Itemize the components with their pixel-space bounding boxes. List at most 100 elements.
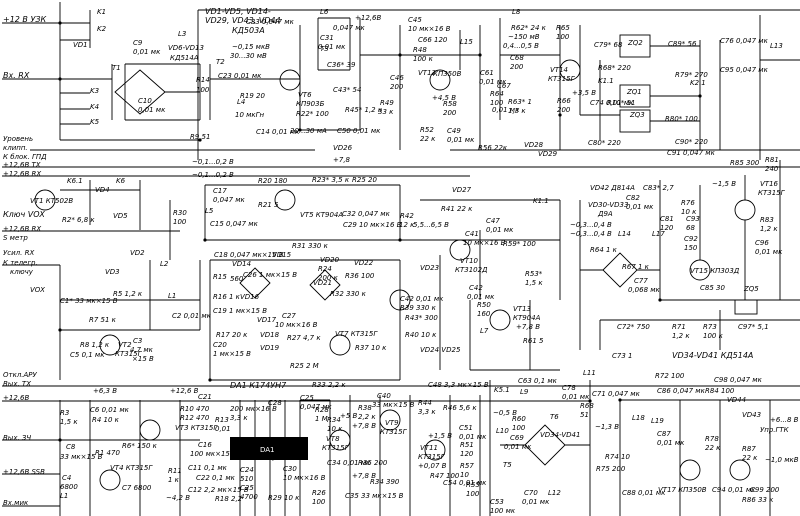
label-t249: R61 5	[523, 337, 544, 345]
label-t169: 0,01 мк	[626, 203, 654, 211]
label-t7: +12,6В RX	[3, 170, 41, 178]
label-t386: C69	[510, 434, 524, 442]
label-t157: VT10	[460, 257, 479, 265]
label-t322: 200 мк×16 В	[230, 405, 277, 413]
label-t6: +12,6В TX	[3, 161, 41, 169]
label-t376: 10	[460, 471, 469, 479]
label-t151: R41 22 к	[441, 205, 473, 213]
label-t371: R47 100	[430, 472, 460, 480]
label-t57: C31	[320, 34, 334, 42]
label-t152: 5,5...6,5 В	[413, 221, 449, 229]
label-t291: КТ315Г	[115, 350, 143, 358]
label-t59: C36* 39	[327, 61, 356, 69]
label-t270: R74 10	[605, 453, 630, 461]
label-t26: K5	[90, 118, 100, 126]
label-t381: K5.1	[494, 386, 510, 394]
label-t170: C83* 2,7	[643, 184, 674, 192]
label-t66: 33 к	[378, 108, 394, 116]
label-t232: VD19	[260, 344, 280, 352]
label-t209: R15	[213, 273, 227, 281]
label-t290: VT2	[118, 341, 132, 349]
label-t320: C21	[198, 393, 212, 401]
label-t395: C70	[524, 489, 538, 497]
label-t323: 3,3 к	[230, 414, 248, 422]
label-t312: C22 0,1 мк	[196, 474, 236, 482]
label-t31: 0,01 мк	[138, 106, 166, 114]
label-t103: VT14	[550, 66, 568, 74]
label-t86: VD29	[538, 150, 558, 158]
label-t346: 100	[312, 498, 326, 506]
label-t92: 0,01 мк	[479, 78, 507, 86]
label-t130: VD5	[113, 212, 128, 220]
label-t33: VD6-VD13	[168, 44, 204, 52]
label-t3: Уровень	[3, 135, 33, 143]
label-t138: C17	[213, 187, 227, 195]
label-t5: К блок. ГПД	[3, 153, 47, 161]
label-t350: 2,2 к	[358, 413, 376, 421]
label-t267: R87	[742, 445, 756, 453]
label-t238: R43* 300	[405, 314, 438, 322]
label-t104: КТ315Г	[548, 75, 576, 83]
label-t95: R64	[490, 90, 504, 98]
label-t273: VT17 КП350В	[658, 486, 707, 494]
label-t9: +12,6В RX	[3, 225, 41, 233]
label-t145: C32 0,047 мк	[342, 210, 391, 218]
label-t370: +1,5 В	[428, 432, 452, 440]
label-t89: ~150 мВ	[508, 33, 540, 41]
label-t332: R29 10 к	[268, 494, 300, 502]
label-t21: K1	[97, 8, 106, 16]
label-t240: VD24 VD25	[420, 346, 461, 354]
label-t93: C68	[510, 54, 524, 62]
label-t20: Вх.мик	[3, 499, 29, 507]
label-t78: R58	[443, 100, 457, 108]
label-t172: C81	[660, 215, 674, 223]
label-t121: C90* 220	[675, 138, 708, 146]
label-t277: R5 1,2 к	[113, 290, 143, 298]
label-t2: Вх. RX	[3, 71, 30, 80]
label-t220: R24	[318, 265, 332, 273]
label-t14: VOX	[30, 286, 45, 294]
label-t27: T1	[112, 64, 121, 72]
label-t10: S метр	[3, 234, 28, 242]
label-t139: 0,047 мк	[213, 196, 246, 204]
label-t192: R67 1 к	[622, 263, 650, 271]
label-t304: R6* 150 к	[122, 442, 158, 450]
label-t99: R63* 1	[508, 98, 532, 106]
label-t330: +6,3 В	[231, 440, 255, 448]
label-t71: C66 120	[418, 36, 448, 44]
label-t363: C51	[459, 424, 473, 432]
label-t173: 120	[660, 224, 674, 232]
label-t269: ~1,0 мкВ	[765, 456, 799, 464]
label-t216: C27	[282, 312, 296, 320]
label-t182: VT16	[760, 180, 779, 188]
label-t342: VT8	[326, 435, 340, 443]
label-t272: C88 0,01 мк	[622, 489, 666, 497]
label-t140: L5	[205, 207, 214, 215]
label-t128: VD4	[95, 186, 110, 194]
label-t359: C48 3,3 мк×15 В	[428, 381, 489, 389]
label-t297: R10 470	[180, 405, 210, 413]
label-t310: 100 мк×15 В	[190, 450, 237, 458]
label-t319: DA1 К174УН7	[230, 381, 287, 390]
label-t274: C94 0,01 мк	[712, 486, 756, 494]
label-t137: R21 5	[258, 201, 279, 209]
label-t49: VT6	[298, 91, 312, 99]
label-t181: ~1,5 В	[712, 180, 736, 188]
label-t379: C63 0,1 мк	[518, 377, 558, 385]
label-t354: КТ315Г	[380, 428, 408, 436]
da1-chip: DA1	[230, 437, 308, 460]
label-t211: C26 1 мк×15 В	[243, 271, 297, 279]
label-t353: VT9	[385, 419, 399, 427]
label-t253: C86 0,047 мк	[657, 387, 706, 395]
label-t123: C76 0,047 мк	[720, 37, 769, 45]
label-t8: Ключ VOX	[3, 210, 45, 219]
label-t356: +7,8 В	[352, 472, 376, 480]
label-t111: C74 0,01 мк	[590, 99, 634, 107]
label-t12: К телегр.	[3, 259, 38, 267]
label-t11: Усил. RX	[3, 249, 34, 257]
label-t203: C72* 750	[617, 323, 650, 331]
label-t28: C9	[133, 39, 143, 47]
label-t112: R10* 51	[607, 99, 635, 107]
label-t265: +6...8 В	[770, 416, 799, 424]
